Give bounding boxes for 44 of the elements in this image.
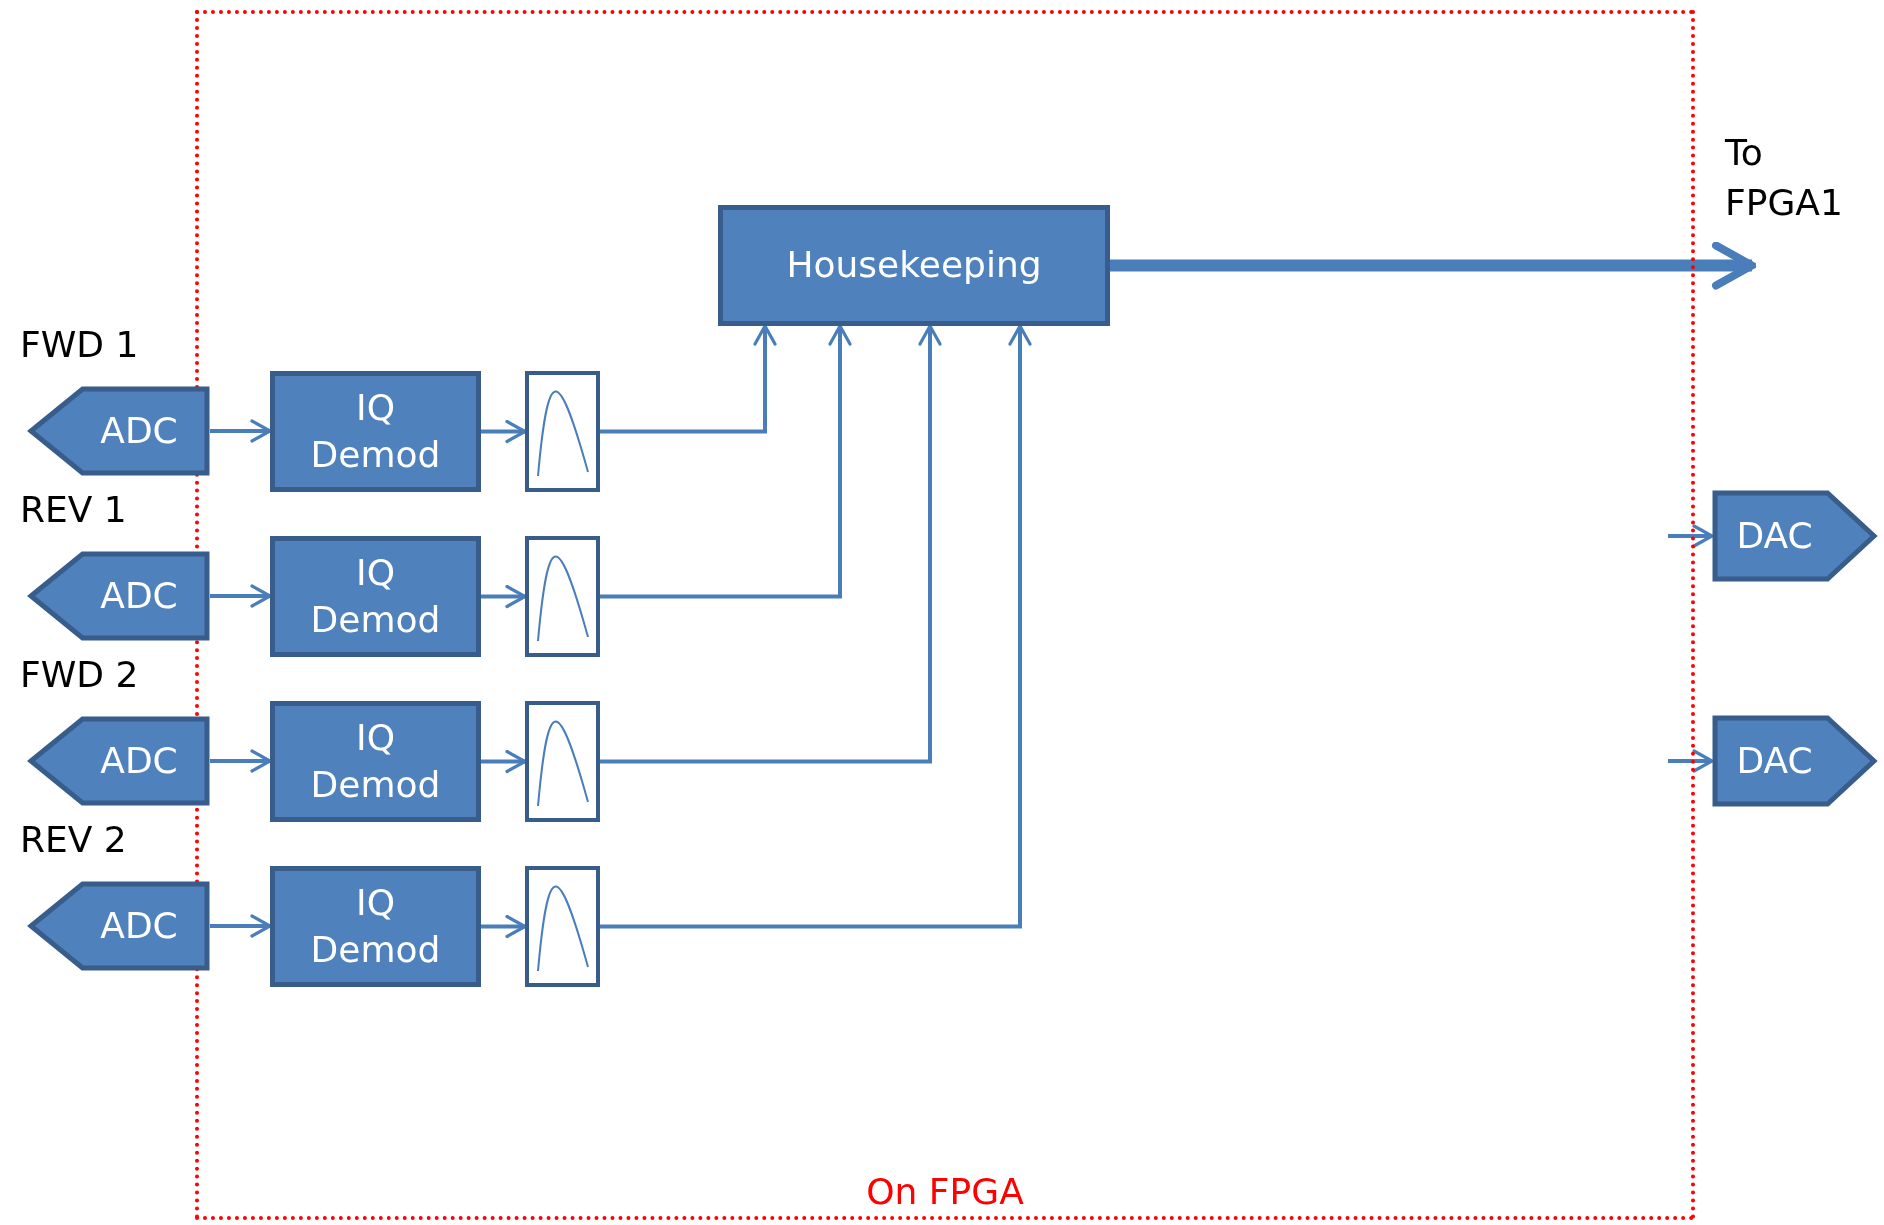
arrow <box>481 584 527 609</box>
arrow <box>481 749 527 774</box>
filter-box <box>525 536 600 657</box>
dac-block <box>1712 490 1877 582</box>
filter-box <box>525 701 600 822</box>
process-box <box>270 866 481 987</box>
node-label: DAC <box>1736 738 1814 783</box>
node-label: IQ Demod <box>310 385 441 477</box>
arrow <box>481 419 527 444</box>
arrow <box>210 419 272 443</box>
destination-label: To FPGA1 <box>1725 131 1844 226</box>
arrow <box>210 584 272 608</box>
channel-label: FWD 1 <box>20 324 139 365</box>
region-label: On FPGA <box>865 1171 1025 1212</box>
node-label: ADC <box>99 573 178 618</box>
arrow <box>600 324 777 434</box>
arrow <box>210 914 272 938</box>
node-label: DAC <box>1736 513 1814 558</box>
channel-label: REV 1 <box>20 489 127 530</box>
arrow <box>1668 524 1714 548</box>
node-label: ADC <box>99 903 178 948</box>
channel-label: FWD 2 <box>20 654 139 695</box>
channel-label: REV 2 <box>20 819 127 860</box>
filter-box <box>525 866 600 987</box>
fpga-region <box>195 10 1695 1220</box>
process-box <box>270 701 481 822</box>
arrow <box>210 749 272 773</box>
dac-block <box>1712 715 1877 807</box>
arrow <box>1668 749 1714 773</box>
arrow <box>600 324 942 764</box>
arrow <box>600 324 1032 929</box>
node-label: ADC <box>99 408 178 453</box>
arrow <box>600 324 852 599</box>
process-box <box>718 205 1110 326</box>
process-box <box>270 536 481 657</box>
node-label: IQ Demod <box>310 550 441 642</box>
node-label: ADC <box>99 738 178 783</box>
arrow <box>1110 241 1756 290</box>
node-label: Housekeeping <box>786 243 1042 288</box>
node-label: IQ Demod <box>310 715 441 807</box>
node-label: IQ Demod <box>310 880 441 972</box>
process-box <box>270 371 481 492</box>
filter-box <box>525 371 600 492</box>
arrow <box>481 914 527 939</box>
